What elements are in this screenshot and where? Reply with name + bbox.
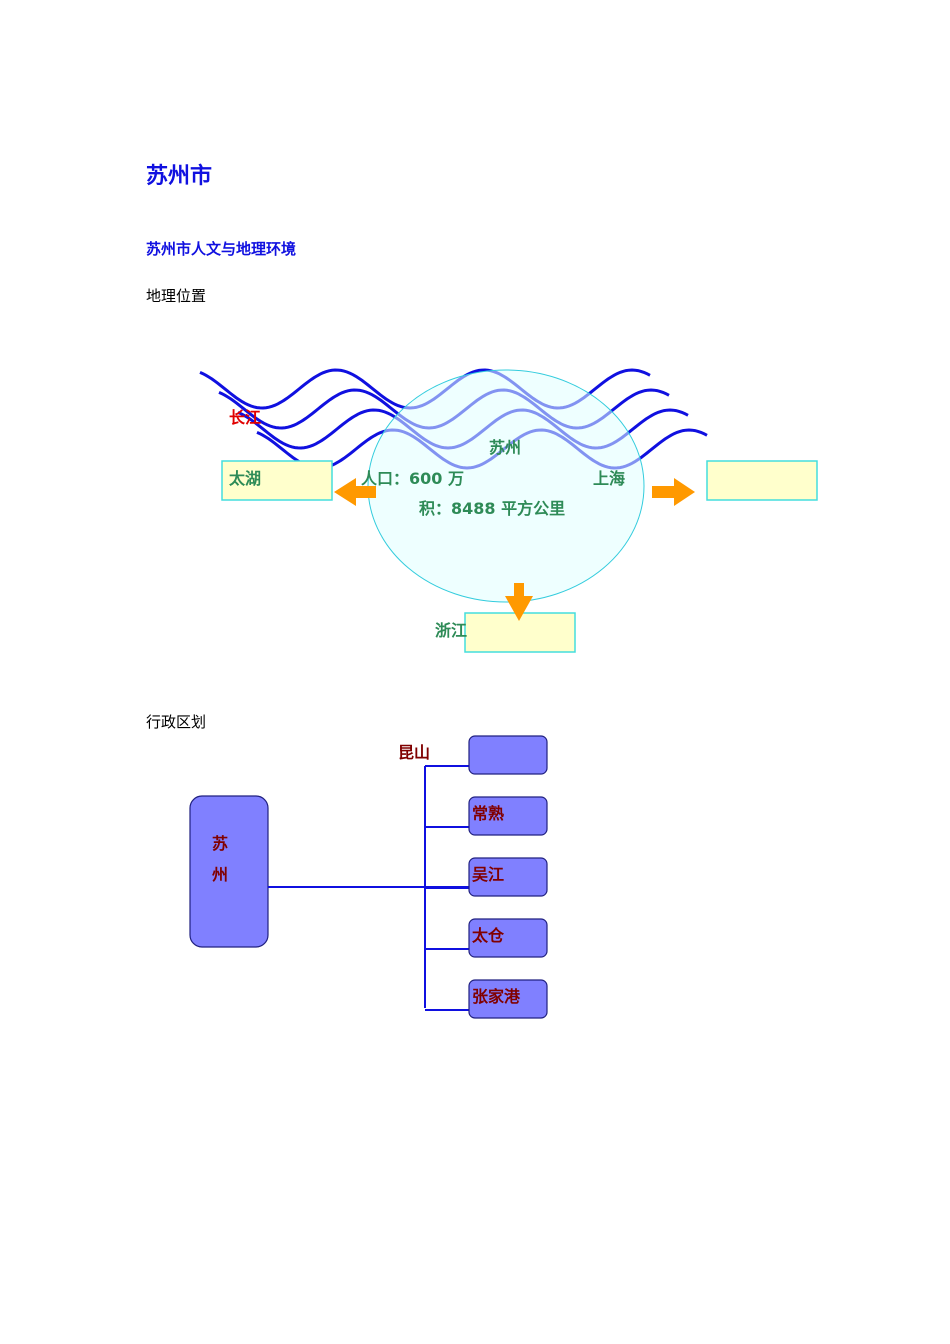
taihu-box [221, 460, 333, 501]
child-label: 太仓 [471, 926, 505, 945]
root-node-suzhou [189, 795, 269, 948]
arrow-down-icon [505, 583, 533, 621]
child-node [468, 796, 548, 836]
child-label: 昆山 [398, 743, 430, 762]
city-label: 苏州 [489, 438, 521, 457]
child-node [468, 918, 548, 958]
child-node [468, 979, 548, 1019]
child-node [468, 857, 548, 897]
admin-heading: 行政区划 [146, 713, 207, 731]
west-label: 太湖 [228, 469, 261, 488]
child-label: 常熟 [472, 804, 504, 823]
child-label: 吴江 [472, 865, 504, 884]
south-label: 浙江 [435, 621, 467, 640]
area-text: 积：8488 平方公里 [419, 499, 565, 518]
section-title: 苏州市人文与地理环境 [146, 240, 297, 258]
root-char-1: 苏 [212, 834, 228, 853]
root-char-2: 州 [211, 865, 228, 884]
arrow-right-icon [652, 478, 695, 506]
geo-heading: 地理位置 [146, 287, 207, 305]
shanghai-box [706, 460, 818, 501]
child-label: 张家港 [472, 987, 521, 1006]
river-label: 长江 [229, 408, 261, 427]
population-text: 人口：600 万 [361, 469, 464, 488]
east-label: 上海 [593, 469, 625, 488]
child-node [468, 735, 548, 775]
arrow-left-icon [334, 478, 376, 506]
page-title: 苏州市 [146, 164, 213, 189]
